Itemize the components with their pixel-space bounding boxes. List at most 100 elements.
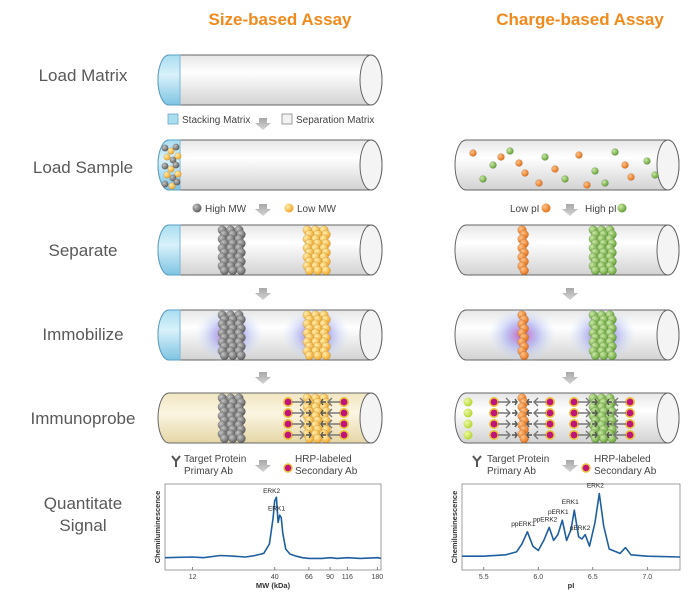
signal-trace [164, 496, 382, 560]
tube-body [157, 224, 383, 276]
tube-end [656, 224, 680, 276]
tube-end [359, 224, 383, 276]
secondary-ab [533, 430, 546, 440]
primary-ab [526, 431, 532, 439]
hrp-label [338, 407, 349, 418]
protein-ball [174, 152, 182, 160]
target-protein-label-left: Target Protein [184, 454, 246, 465]
high-mw-band [217, 310, 246, 361]
protein-ball [228, 433, 238, 444]
protein-ball [169, 156, 177, 164]
primary-ab-label-right: Primary Ab [487, 466, 536, 477]
x-tick-label: 6.0 [533, 574, 543, 581]
protein-ball [599, 265, 609, 276]
protein-ball [163, 153, 171, 161]
primary-ab [606, 409, 612, 417]
secondary-ab [533, 397, 546, 407]
high-pi-dot [617, 203, 627, 213]
primary-ab [320, 398, 326, 406]
protein-ball [174, 170, 182, 178]
lime-marker [463, 397, 473, 407]
protein-ball [590, 350, 601, 361]
step-quantitate-line1: Quantitate [43, 494, 123, 513]
low-mw-dot [284, 203, 294, 213]
sample-mix [469, 147, 659, 189]
secondary-ab [292, 419, 305, 429]
antibody-complex [488, 396, 555, 440]
protein-ball [236, 350, 246, 361]
tube-end [656, 392, 680, 444]
secondary-ab [327, 408, 340, 418]
x-axis-label: MW (kDa) [256, 581, 291, 590]
x-tick-label: 180 [371, 574, 383, 581]
separation-matrix-label: Separation Matrix [296, 115, 374, 126]
protein-ball [590, 265, 601, 276]
protein-ball [611, 148, 619, 156]
charge-assay-title: Charge-based Assay [496, 10, 664, 29]
secondary-ab [498, 419, 511, 429]
primary-ab-icon [171, 455, 181, 467]
step-separate: Separate [48, 241, 118, 260]
protein-ball [161, 162, 169, 170]
protein-ball [643, 157, 651, 165]
protein-ball [551, 165, 559, 173]
primary-ab [306, 409, 312, 417]
secondary-ab-label-left: Secondary Ab [295, 466, 358, 477]
step-quantitate-line2: Signal [59, 516, 107, 535]
primary-ab [526, 409, 532, 417]
arrows [255, 118, 578, 472]
down-arrow [255, 288, 271, 300]
signal-trace [462, 492, 681, 558]
down-arrow [562, 372, 578, 384]
protein-ball [561, 175, 569, 183]
primary-ab [320, 409, 326, 417]
primary-ab [512, 409, 518, 417]
hrp-label [282, 418, 293, 429]
protein-ball [161, 180, 169, 188]
x-tick-label: 12 [189, 574, 197, 581]
legend-antibody-right: Target Protein Primary Ab HRP-labeled Se… [472, 454, 657, 477]
hrp-icon [283, 463, 293, 473]
protein-ball [591, 167, 599, 175]
hrp-label [488, 429, 499, 440]
x-tick-label: 40 [271, 574, 279, 581]
down-arrow [255, 460, 271, 472]
hrp-label [338, 396, 349, 407]
protein-ball [479, 175, 487, 183]
protein-ball [519, 265, 529, 276]
x-tick-label: 7.0 [642, 574, 652, 581]
legend-pi: Low pI High pI [510, 203, 627, 215]
secondary-ab [613, 397, 626, 407]
step-load-sample: Load Sample [32, 158, 134, 177]
x-tick-label: 66 [305, 574, 313, 581]
hrp-label [488, 418, 499, 429]
tube-end [359, 139, 383, 191]
down-arrow [255, 118, 271, 130]
peak-label: pERK1 [548, 509, 569, 516]
down-arrow [562, 460, 578, 472]
secondary-ab [613, 408, 626, 418]
hrp-label [544, 418, 555, 429]
x-tick-label: 90 [326, 574, 334, 581]
legend-mw: High MW Low MW [192, 203, 336, 215]
x-tick-label: 6.5 [588, 574, 598, 581]
secondary-ab [578, 397, 591, 407]
protein-ball [161, 144, 169, 152]
protein-ball [607, 350, 617, 361]
step-quantitate: Quantitate Signal [8, 493, 158, 537]
primary-ab [512, 420, 518, 428]
hrp-label [568, 429, 579, 440]
tube-size-load-sample [157, 139, 383, 191]
high-mw-dot [192, 203, 202, 213]
size-assay-title: Size-based Assay [208, 10, 352, 29]
protein-ball [321, 265, 331, 276]
hrp-label [568, 407, 579, 418]
tube-body [157, 139, 383, 191]
tube-charge-load-sample [454, 139, 680, 191]
high-mw-band [217, 225, 246, 276]
y-axis-label: Chemiluminescence [450, 491, 459, 564]
tube-size-immunoprobe [157, 392, 383, 444]
